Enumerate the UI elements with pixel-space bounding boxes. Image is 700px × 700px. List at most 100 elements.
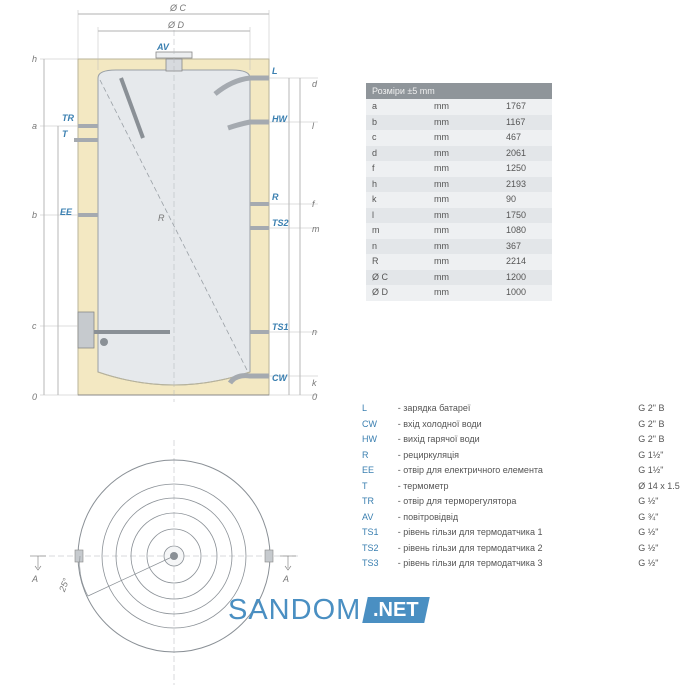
dimension-value: 2193 bbox=[506, 178, 527, 189]
dimensions-table-header: Розміри ±5 mm bbox=[366, 83, 552, 99]
dimension-value: 367 bbox=[506, 240, 522, 251]
dimension-name: f bbox=[372, 163, 375, 173]
dim-a: a bbox=[32, 121, 37, 131]
label-tr: TR bbox=[62, 113, 74, 123]
dimension-name: Ø D bbox=[372, 287, 389, 297]
left-height-dimensions bbox=[40, 58, 78, 396]
dim-d: d bbox=[312, 79, 318, 89]
legend-code: T bbox=[362, 480, 368, 491]
legend-value: G ½" bbox=[638, 558, 659, 568]
label-radius: R bbox=[158, 213, 165, 223]
legend-code: HW bbox=[362, 434, 377, 444]
angle-label: 25° bbox=[57, 576, 72, 594]
dimension-unit: mm bbox=[434, 163, 449, 173]
brand-suffix: .NET bbox=[362, 597, 430, 623]
dimension-unit: mm bbox=[434, 116, 449, 127]
legend-code: AV bbox=[362, 511, 374, 522]
dim-l: l bbox=[312, 121, 315, 131]
dimension-unit: mm bbox=[434, 225, 449, 235]
tank-top-view bbox=[30, 440, 300, 685]
right-height-dimensions bbox=[269, 77, 318, 396]
dimension-value: 1250 bbox=[506, 163, 527, 173]
dimension-unit: mm bbox=[434, 240, 449, 251]
pipe-cw bbox=[227, 373, 269, 385]
dimension-value: 1000 bbox=[506, 287, 527, 297]
dimension-unit: mm bbox=[434, 287, 449, 297]
legend-value: G 2" B bbox=[638, 403, 665, 413]
legend-value: G 1½" bbox=[638, 449, 664, 460]
pipe-hw bbox=[227, 119, 269, 131]
label-av: AV bbox=[156, 42, 170, 52]
dimension-value: 90 bbox=[506, 194, 517, 204]
label-r: R bbox=[272, 192, 279, 202]
dim-n: n bbox=[312, 327, 317, 337]
legend-desc: - термометр bbox=[397, 480, 449, 491]
dim-zero-right: 0 bbox=[312, 392, 317, 402]
legend-desc: - рівень гільзи для термодатчика 1 bbox=[397, 527, 543, 537]
brand-watermark: SANDOM .NET bbox=[228, 593, 430, 627]
legend-value: Ø 14 x 1.5 bbox=[638, 480, 680, 491]
legend-value: G 1½" bbox=[638, 465, 664, 475]
label-ee: EE bbox=[60, 207, 73, 217]
dimension-value: 1167 bbox=[506, 116, 526, 127]
dimension-unit: mm bbox=[434, 271, 449, 282]
legend-value: G ¾" bbox=[638, 511, 659, 522]
legend-value: G ½" bbox=[638, 496, 659, 506]
dimension-unit: mm bbox=[434, 256, 449, 266]
dimension-name: h bbox=[372, 178, 378, 189]
dim-f: f bbox=[312, 199, 316, 209]
dimension-value: 2061 bbox=[506, 147, 527, 158]
legend-code: L bbox=[362, 403, 368, 413]
legend-value: G ½" bbox=[638, 527, 659, 537]
label-ts1: TS1 bbox=[272, 322, 289, 332]
legend-value: G ½" bbox=[638, 542, 659, 553]
legend-row: TS1 - рівень гільзи для термодатчика 1 G ½… bbox=[362, 525, 682, 541]
legend-desc: - рівень гільзи для термодатчика 3 bbox=[397, 558, 543, 568]
legend-desc: - отвір для електричного елемента bbox=[397, 465, 543, 475]
dimension-value: 1767 bbox=[506, 101, 527, 111]
dimension-row: f mm 1250 bbox=[366, 161, 552, 177]
legend-desc: - вхід холодної води bbox=[397, 418, 482, 429]
dim-c: c bbox=[32, 321, 37, 331]
dimension-name: n bbox=[372, 240, 378, 251]
dim-b: b bbox=[32, 210, 37, 220]
pipe-l bbox=[213, 75, 269, 96]
section-mark-left: A bbox=[31, 574, 38, 584]
dim-dia-d: Ø D bbox=[167, 20, 185, 30]
dimension-value: 1200 bbox=[506, 271, 527, 282]
legend-value: G 2" B bbox=[638, 434, 665, 444]
dimension-row: h mm 2193 bbox=[366, 176, 552, 192]
dimension-value: 1080 bbox=[506, 225, 527, 235]
dimension-row: Ø D mm 1000 bbox=[366, 285, 552, 301]
legend-row: TS3 - рівень гільзи для термодатчика 3 G ½… bbox=[362, 556, 682, 572]
dimension-value: 1750 bbox=[506, 209, 527, 220]
section-mark-right: A bbox=[282, 574, 289, 584]
legend-row: T - термометр Ø 14 x 1.5 bbox=[362, 479, 682, 495]
legend-desc: - отвір для терморегулятора bbox=[397, 496, 517, 506]
heating-element-flange bbox=[77, 311, 95, 349]
dimension-name: a bbox=[372, 101, 378, 111]
dimension-unit: mm bbox=[434, 178, 449, 189]
dimension-name: l bbox=[372, 209, 374, 220]
legend-code: TS3 bbox=[362, 558, 379, 568]
label-ts2: TS2 bbox=[272, 218, 289, 228]
legend-code: TS2 bbox=[362, 542, 379, 553]
legend-code: R bbox=[362, 449, 369, 460]
tank-side-view bbox=[74, 30, 270, 402]
legend-value: G 2" B bbox=[638, 418, 665, 429]
legend-code: TS1 bbox=[362, 527, 379, 537]
brand-name: SANDOM bbox=[228, 594, 362, 626]
